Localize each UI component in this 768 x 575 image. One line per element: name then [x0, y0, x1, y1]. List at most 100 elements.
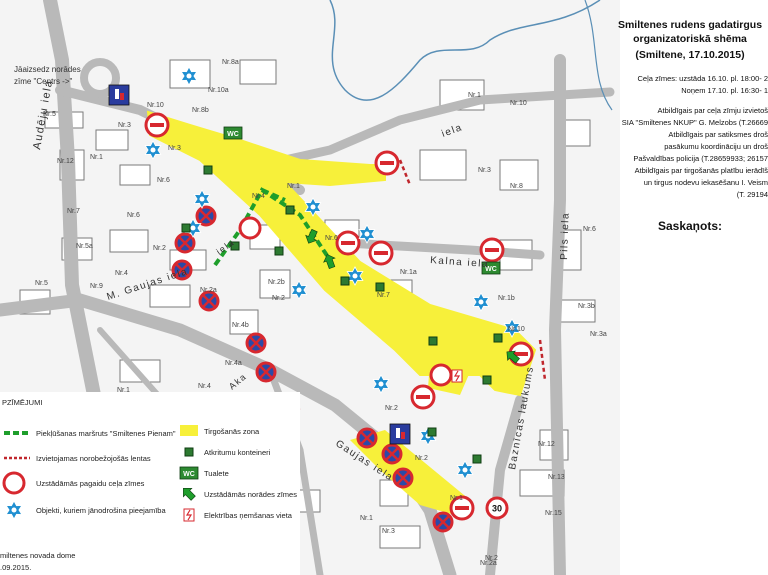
footer-org: miltenes novada dome [0, 551, 76, 560]
house-number: Nr.6 [127, 212, 140, 219]
wc-icon: WC [481, 261, 501, 275]
wc-label: WC [227, 131, 239, 138]
waste-container-icon [230, 241, 240, 251]
no-parking-sign-icon [392, 467, 414, 489]
house-number: Nr.4b [232, 322, 249, 329]
house-number: Nr.7 [377, 292, 390, 299]
house-number: Nr.2 [485, 555, 498, 562]
accessibility-star-icon [358, 224, 376, 244]
restriction-sign-icon [238, 216, 262, 240]
house-number: Nr.1 [90, 154, 103, 161]
responsible-line: un tirgus nodevu iekasēšanu I. Veism [643, 178, 768, 187]
street-label: Pils iela [559, 212, 572, 260]
responsible-line: pasākumu koordināciju un droš [664, 142, 768, 151]
house-number: Nr.3 [478, 167, 491, 174]
waste-container-icon [493, 333, 503, 343]
house-number: Nr.1b [498, 295, 515, 302]
accessibility-star-icon [503, 318, 521, 338]
waste-container-icon [427, 427, 437, 437]
accessibility-star-icon [5, 500, 23, 520]
direction-arrow-icon [305, 228, 318, 244]
speed-limit-value: 30 [492, 504, 502, 514]
no-entry-sign-icon [374, 150, 400, 176]
direction-arrow-icon [183, 488, 196, 501]
accessibility-star-icon [304, 197, 322, 217]
house-number: Nr.3 [118, 122, 131, 129]
stream [584, 0, 613, 111]
sign-time-line: Ceļa zīmes: uzstāda 16.10. pl. 18:00- 2 [637, 74, 768, 83]
house-number: Nr.1a [400, 269, 417, 276]
panel-title-line: organizatoriskā shēma [633, 33, 747, 45]
house-number: Nr.10 [508, 326, 525, 333]
info-panel: Smiltenes rudens gadatirgus organizatori… [612, 0, 768, 575]
house-number: Nr.2b [268, 279, 285, 286]
legend-title: PZĪMĒJUMI [2, 398, 43, 407]
house-number: Nr.10 [510, 100, 527, 107]
red-circle-sign-icon [2, 471, 26, 495]
electricity-point-icon [183, 508, 195, 522]
legend-label: Piekļūšanas maršruts "Smiltenes Pienam" [36, 429, 176, 438]
no-parking-sign-icon [195, 205, 217, 227]
responsible-line: SIA "Smiltenes NKUP" G. Melzobs (T.26669 [621, 118, 768, 127]
house-number: Nr.3b [578, 303, 595, 310]
legend-label: Uzstādāmās pagaidu ceļa zīmes [36, 479, 145, 488]
house-number: Nr.2 [385, 405, 398, 412]
wc-icon: WC [223, 126, 243, 140]
house-number: Nr.8a [222, 59, 239, 66]
map-note-line2: zīme "Centrs ->" [14, 77, 73, 86]
no-entry-sign-icon [368, 240, 394, 266]
no-parking-sign-icon [174, 232, 196, 254]
footer-date: .09.2015. [0, 563, 32, 572]
legend-label: Tualete [204, 469, 229, 478]
no-entry-sign-icon [144, 112, 170, 138]
accessibility-star-icon [193, 189, 211, 209]
approval-heading: Saskaņots: [657, 219, 723, 233]
waste-container-icon [274, 246, 284, 256]
house-number: Nr.1 [117, 387, 130, 394]
waste-container-icon [285, 205, 295, 215]
no-entry-sign-icon [410, 384, 436, 410]
house-number: Nr.3a [590, 331, 607, 338]
waste-container-icon [184, 447, 194, 457]
waste-container-icon [428, 336, 438, 346]
yellow-area-icon [180, 425, 198, 436]
house-number: Nr.7 [67, 208, 80, 215]
sign-time-line: Noņem 17.10. pl. 16:30- 1 [681, 86, 768, 95]
no-parking-sign-icon [356, 427, 378, 449]
legend-label: Tirgošanās zona [204, 427, 260, 436]
house-number: Nr.2 [272, 295, 285, 302]
house-number: Nr.6 [583, 226, 596, 233]
house-number: Nr.5 [35, 280, 48, 287]
legend-icons: WC [2, 425, 199, 522]
legend-label: Elektrības ņemšanas vieta [204, 511, 292, 520]
accessibility-star-icon [346, 266, 364, 286]
house-number: Nr.2 [153, 245, 166, 252]
house-number: Nr.10 [147, 102, 164, 109]
river [329, 0, 601, 101]
electricity-point-icon [451, 369, 463, 383]
house-number: Nr.1 [468, 92, 481, 99]
house-number: Nr.8 [510, 183, 523, 190]
house-number: Nr.15 [545, 510, 562, 517]
house-number: Nr.4 [252, 193, 265, 200]
panel-title-line: (Smiltene, 17.10.2015) [635, 49, 745, 61]
house-number: Nr.6 [325, 235, 338, 242]
panel-title-line: Smiltenes rudens gadatirgus [617, 19, 763, 31]
house-number: Nr.2 [415, 455, 428, 462]
no-entry-sign-icon [449, 495, 475, 521]
responsible-line: Pašvaldības policija (T.28659933; 26157 [633, 154, 768, 163]
street-label: Kalna iela [430, 255, 490, 270]
direction-arrow-icon [506, 350, 520, 364]
no-entry-sign-icon [335, 230, 361, 256]
map-markers: 30 WC WC [108, 66, 534, 533]
house-number: Nr.5a [76, 243, 93, 250]
no-parking-sign-icon [171, 259, 193, 281]
no-parking-sign-icon [245, 332, 267, 354]
house-number: Nr.6 [157, 177, 170, 184]
house-number: Nr.4a [225, 360, 242, 367]
waste-container-icon [482, 375, 492, 385]
waste-container-icon [340, 276, 350, 286]
no-parking-sign-icon [381, 443, 403, 465]
direction-arrow-icon [323, 254, 336, 270]
